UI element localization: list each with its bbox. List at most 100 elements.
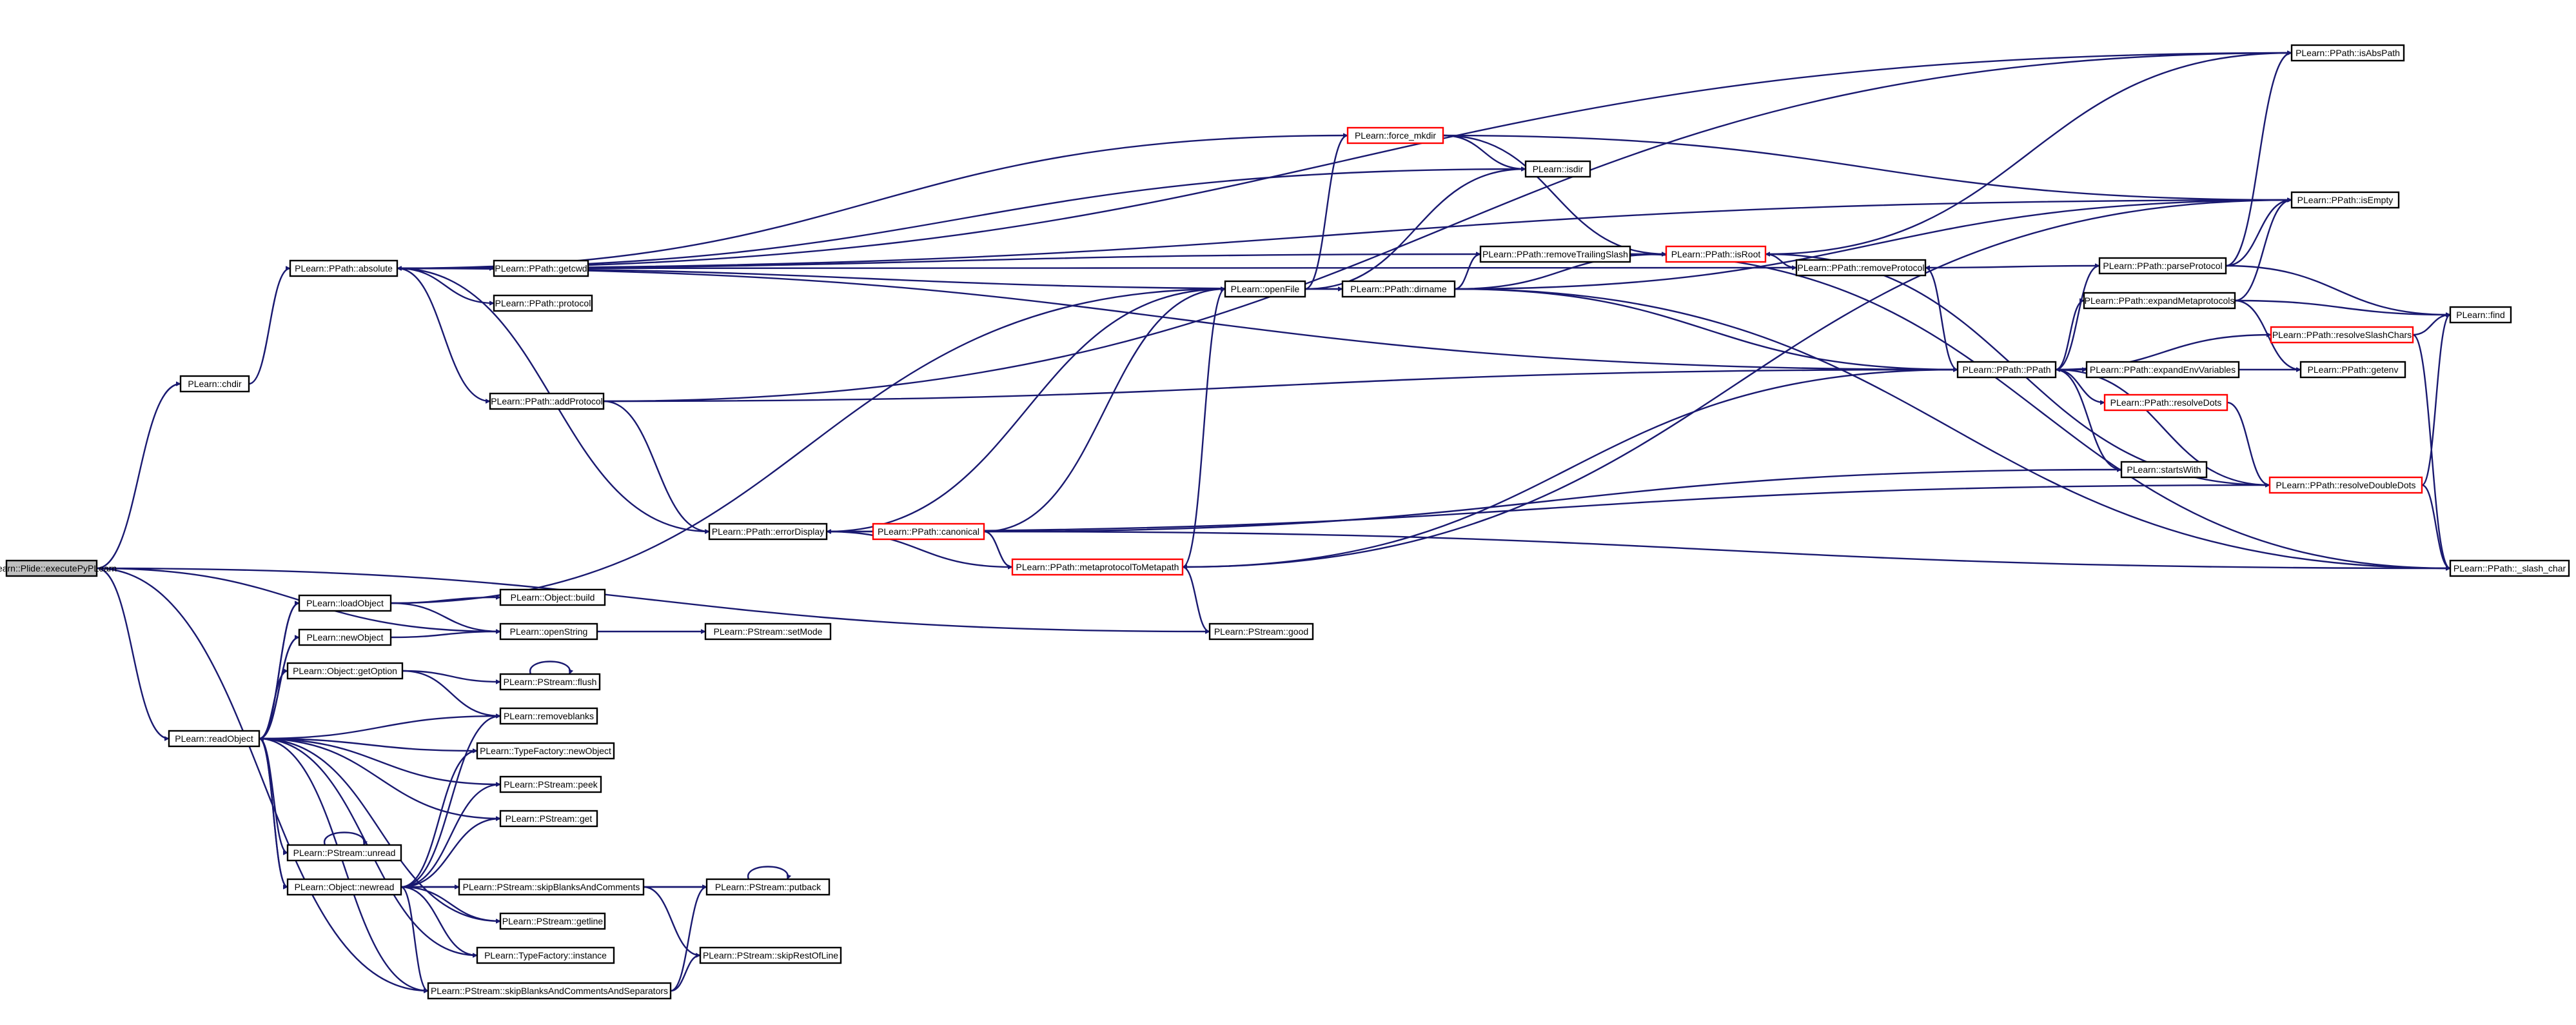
node-label: PLearn::Object::newread (295, 882, 395, 892)
edge-readObject-to-removeblanks (259, 716, 500, 740)
graph-node-removeblanks[interactable]: PLearn::removeblanks (499, 707, 598, 725)
node-box (2449, 306, 2512, 324)
graph-node-chdir[interactable]: PLearn::chdir (179, 375, 250, 393)
graph-node-flush[interactable]: PLearn::PStream::flush (499, 673, 601, 691)
graph-node-openString[interactable]: PLearn::openString (499, 622, 598, 641)
node-box (1224, 280, 1306, 298)
node-box (427, 982, 672, 1000)
edge-readObject-to-unread (259, 737, 288, 853)
graph-node-parseProtocol[interactable]: PLearn::PPath::parseProtocol (2098, 257, 2227, 275)
node-label: PLearn::PPath::removeTrailingSlash (1482, 249, 1628, 259)
node-label: PLearn::PPath::resolveDots (2110, 397, 2222, 408)
graph-node-dirname[interactable]: PLearn::PPath::dirname (1341, 280, 1456, 298)
edge-canonical-to-startsWith (983, 470, 2121, 533)
graph-node-resolveDots[interactable]: PLearn::PPath::resolveDots (2103, 393, 2228, 412)
edge-force_mkdir-to-isdir (1442, 134, 1526, 169)
graph-node-isEmpty[interactable]: PLearn::PPath::isEmpty (2290, 191, 2400, 209)
graph-node-expandEnvVariables[interactable]: PLearn::PPath::expandEnvVariables (2085, 361, 2240, 379)
edge-getOption-to-readObject (259, 670, 288, 739)
node-box (179, 375, 250, 393)
graph-node-setMode[interactable]: PLearn::PStream::setMode (704, 622, 832, 641)
graph-node-getOption[interactable]: PLearn::Object::getOption (286, 662, 404, 680)
graph-node-peek[interactable]: PLearn::PStream::peek (499, 775, 602, 793)
graph-node-resolveSlashChars[interactable]: PLearn::PPath::resolveSlashChars (2270, 326, 2414, 344)
graph-node-force_mkdir[interactable]: PLearn::force_mkdir (1346, 126, 1444, 144)
graph-node-newread[interactable]: PLearn::Object::newread (286, 878, 402, 896)
edge-parseProtocol-to-isAbsPath (2225, 53, 2292, 267)
edge-readObject-to-getline (259, 737, 500, 921)
graph-node-skipRestOfLine[interactable]: PLearn::PStream::skipRestOfLine (699, 946, 842, 964)
graph-node-startsWith[interactable]: PLearn::startsWith (2120, 461, 2208, 479)
graph-node-find[interactable]: PLearn::find (2449, 306, 2512, 324)
graph-node-executePyPLearn[interactable]: PLearn::Plide::executePyPLearn (0, 559, 117, 577)
graph-node-PPath[interactable]: PLearn::PPath::PPath (1956, 361, 2057, 379)
graph-node-isRoot[interactable]: PLearn::PPath::isRoot (1665, 245, 1767, 263)
edge-newread-to-readObject (259, 739, 288, 888)
node-label: PLearn::PPath::canonical (878, 526, 979, 537)
node-box (489, 392, 605, 410)
graph-node-tf_newObject[interactable]: PLearn::TypeFactory::newObject (476, 742, 615, 760)
edge-putback-to-putback (747, 866, 788, 880)
graph-node-putback[interactable]: PLearn::PStream::putback (705, 878, 831, 896)
graph-node-canonical[interactable]: PLearn::PPath::canonical (872, 522, 985, 541)
node-box (289, 259, 398, 277)
graph-node-metaprotocolToMetapath[interactable]: PLearn::PPath::metaprotocolToMetapath (1011, 558, 1184, 576)
graph-node-getline[interactable]: PLearn::PStream::getline (499, 912, 606, 930)
edge-PPath-to-parseProtocol (2055, 266, 2100, 371)
node-box (1795, 259, 1927, 277)
node-box (5, 559, 98, 577)
edge-resolveSlashChars-to-find (2412, 315, 2451, 336)
node-label: PLearn::PPath::getenv (2308, 364, 2399, 375)
graph-node-slash_char[interactable]: PLearn::PPath::_slash_char (2449, 559, 2570, 577)
node-label: PLearn::PStream::putback (715, 882, 821, 892)
graph-node-removeProtocol[interactable]: PLearn::PPath::removeProtocol (1795, 259, 1927, 277)
graph-node-isAbsPath[interactable]: PLearn::PPath::isAbsPath (2290, 44, 2405, 62)
edge-getOption-to-flush (402, 670, 500, 682)
node-label: PLearn::PPath::resolveSlashChars (2272, 330, 2412, 340)
node-box (2085, 361, 2240, 379)
graph-node-unread[interactable]: PLearn::PStream::unread (286, 844, 402, 862)
node-label: PLearn::PPath::addProtocol (491, 396, 603, 406)
node-box (708, 522, 828, 541)
graph-node-removeTrailingSlash[interactable]: PLearn::PPath::removeTrailingSlash (1479, 245, 1631, 263)
node-label: PLearn::PPath::isAbsPath (2296, 48, 2400, 58)
edge-newread-to-peek (400, 784, 500, 888)
edge-executePyPLearn-to-good (96, 567, 1210, 632)
edge-addProtocol-to-PPath (603, 370, 1958, 403)
node-label: PLearn::PStream::skipBlanksAndCommentsAn… (431, 986, 668, 996)
graph-node-good[interactable]: PLearn::PStream::good (1208, 622, 1314, 641)
graph-node-build[interactable]: PLearn::Object::build (499, 588, 606, 606)
graph-node-skipBlanksAndComments[interactable]: PLearn::PStream::skipBlanksAndComments (458, 878, 645, 896)
edge-flush-to-flush (529, 661, 570, 675)
graph-node-newObject[interactable]: PLearn::newObject (298, 628, 392, 646)
graph-node-instance[interactable]: PLearn::TypeFactory::instance (476, 946, 615, 964)
node-label: PLearn::PPath::resolveDoubleDots (2276, 480, 2415, 490)
graph-node-get[interactable]: PLearn::PStream::get (499, 810, 598, 828)
edge-metaprotocolToMetapath-to-openFile (1182, 289, 1226, 568)
graph-node-addProtocol[interactable]: PLearn::PPath::addProtocol (489, 392, 605, 410)
node-box (499, 588, 606, 606)
edge-newread-to-skipBlanksAndCommentsAndSeparators (400, 886, 429, 991)
node-label: PLearn::removeblanks (504, 711, 594, 721)
graph-node-protocol[interactable]: PLearn::PPath::protocol (493, 294, 593, 312)
node-box (872, 522, 985, 541)
graph-node-getcwd[interactable]: PLearn::PPath::getcwd (493, 259, 589, 277)
edge-unread-to-unread (324, 831, 364, 846)
graph-node-getenv[interactable]: PLearn::PPath::getenv (2299, 361, 2406, 379)
edge-newread-to-instance (400, 886, 477, 955)
edge-parseProtocol-to-removeProtocol (1925, 264, 2100, 268)
graph-node-skipBlanksAndCommentsAndSeparators[interactable]: PLearn::PStream::skipBlanksAndCommentsAn… (427, 982, 672, 1000)
graph-node-openFile[interactable]: PLearn::openFile (1224, 280, 1306, 298)
graph-node-isdir[interactable]: PLearn::isdir (1524, 160, 1591, 178)
edge-newread-to-get (400, 819, 500, 888)
graph-node-loadObject[interactable]: PLearn::loadObject (298, 594, 392, 612)
edge-metaprotocolToMetapath-to-isEmpty (1182, 200, 2292, 568)
graph-node-readObject[interactable]: PLearn::readObject (168, 730, 261, 748)
node-label: PLearn::PPath::getcwd (495, 263, 587, 274)
graph-node-absolute[interactable]: PLearn::PPath::absolute (289, 259, 398, 277)
graph-node-errorDisplay[interactable]: PLearn::PPath::errorDisplay (708, 522, 828, 541)
graph-node-expandMetaprotocols[interactable]: PLearn::PPath::expandMetaprotocols (2083, 292, 2236, 310)
graph-node-resolveDoubleDots[interactable]: PLearn::PPath::resolveDoubleDots (2268, 476, 2423, 494)
node-box (705, 878, 831, 896)
